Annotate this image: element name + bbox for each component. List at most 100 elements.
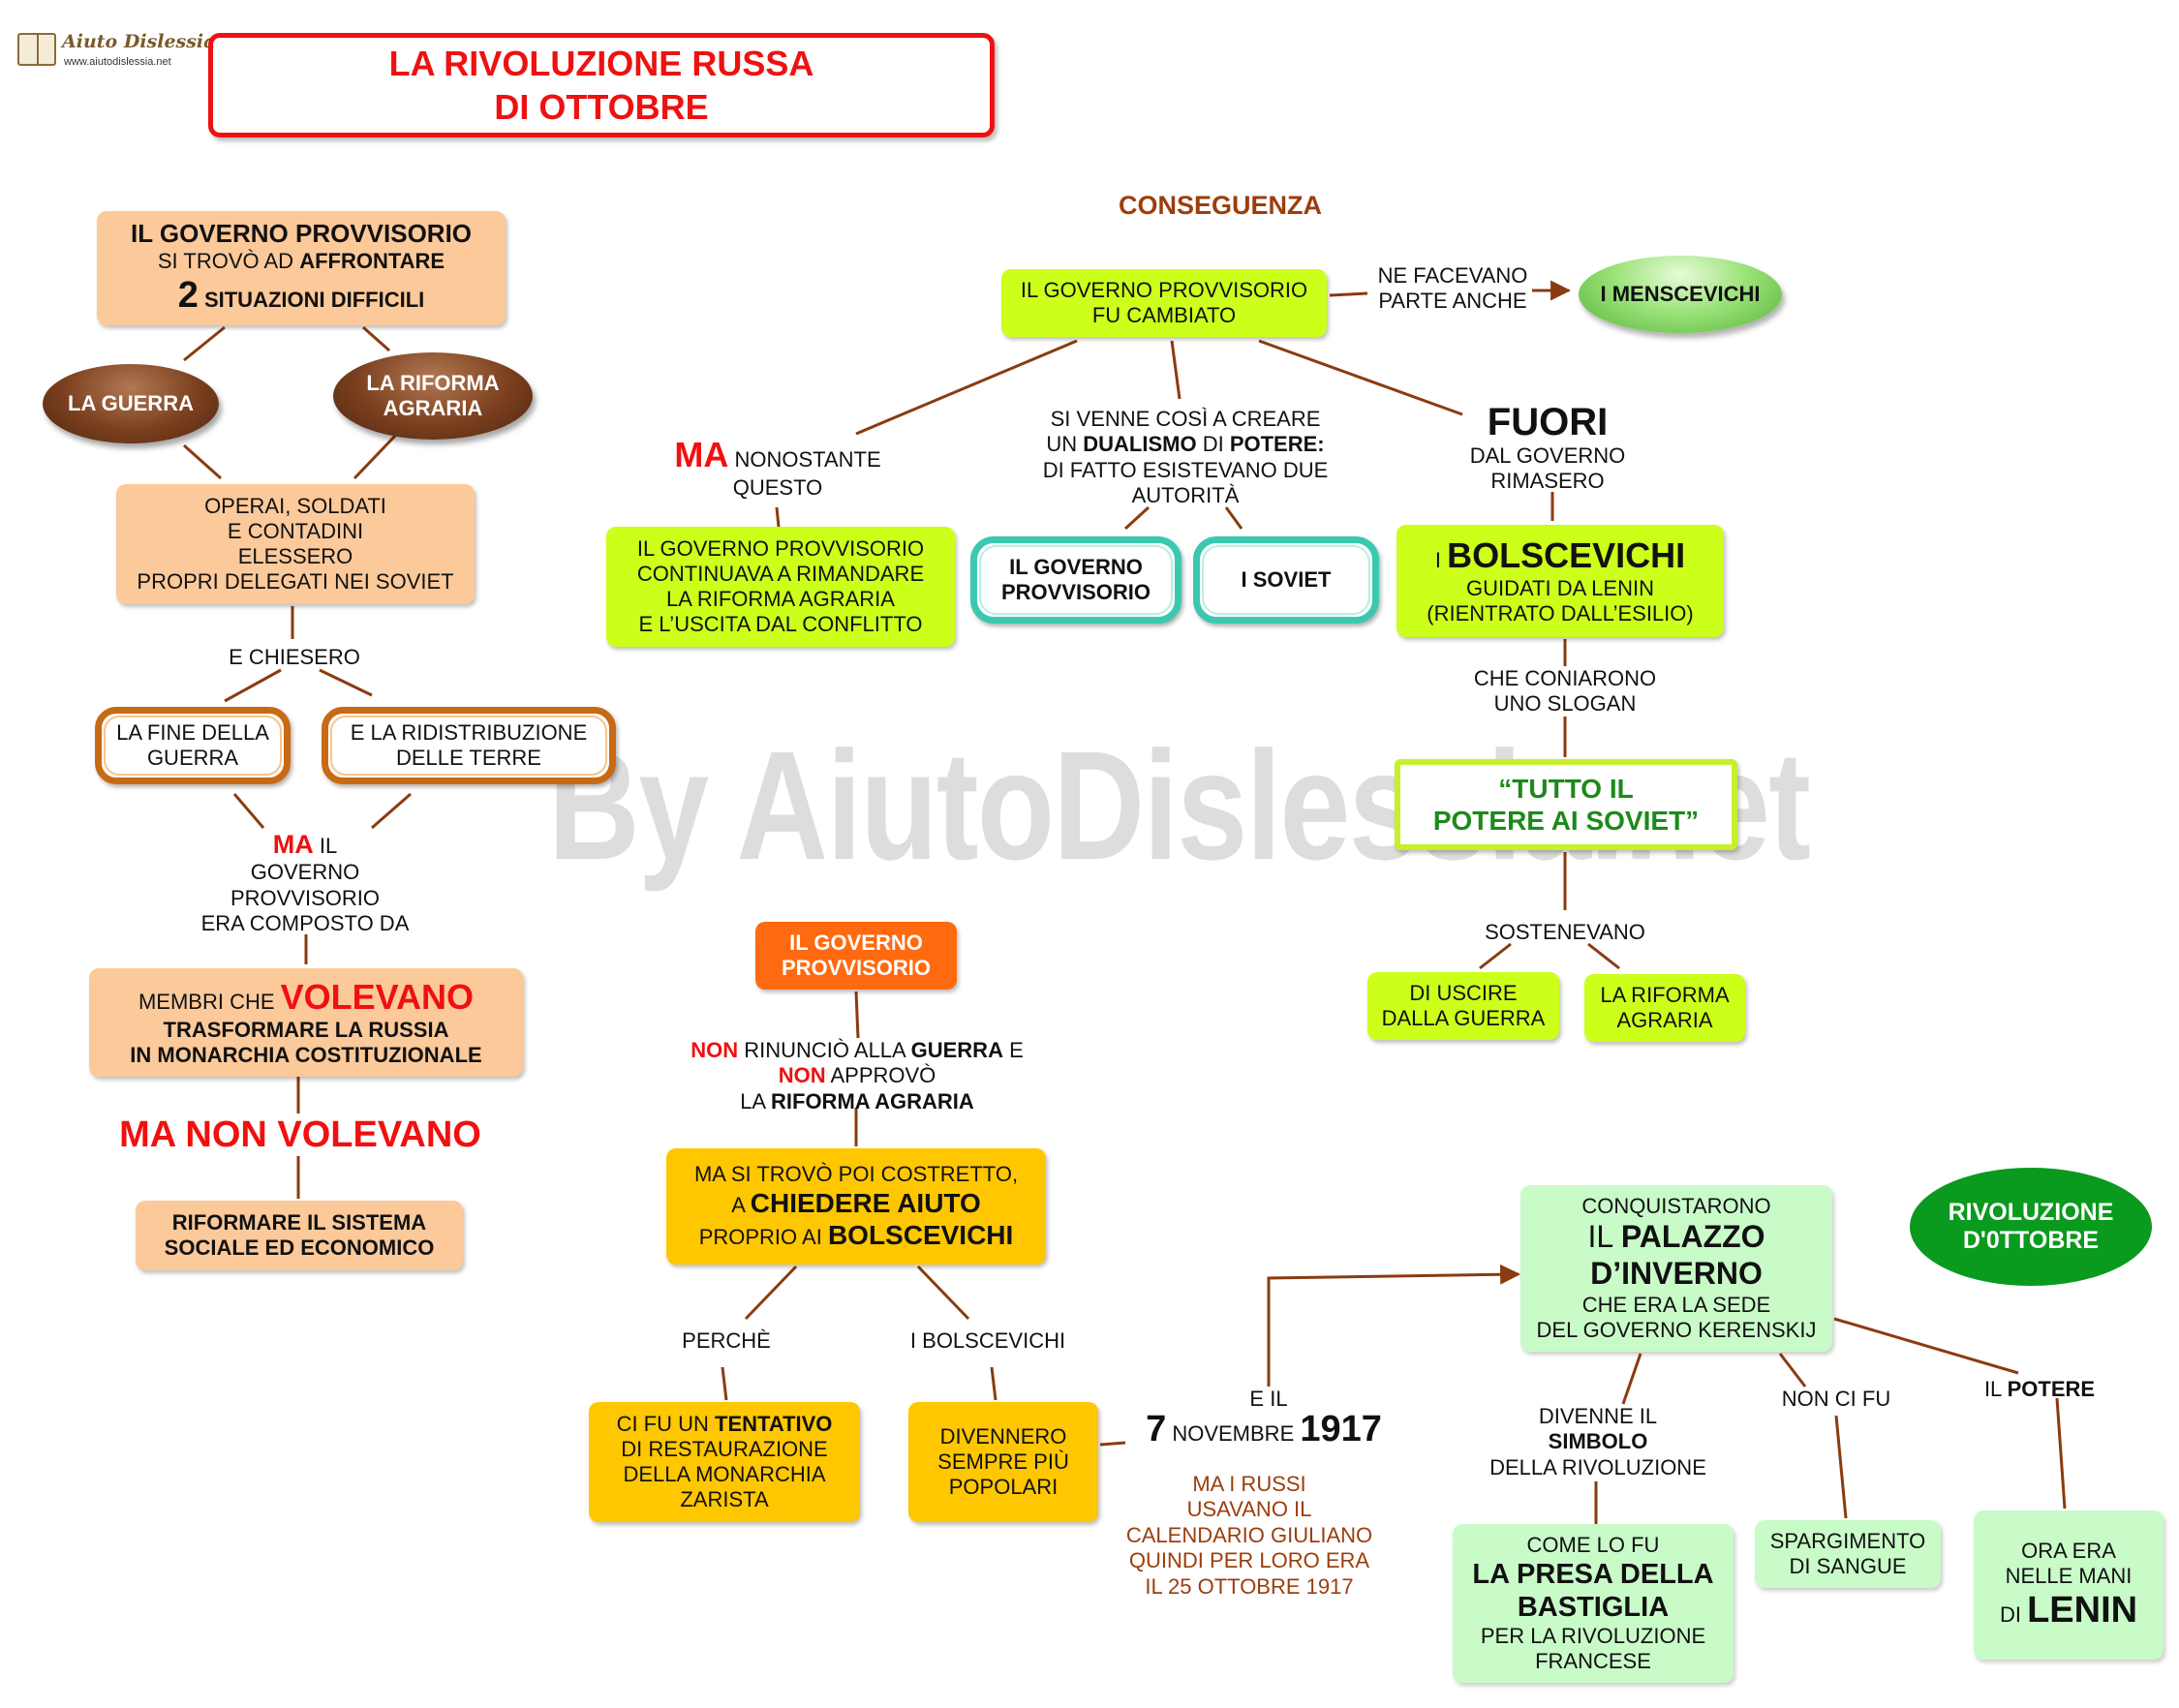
postponed-line3: LA RIFORMA AGRARIA [666,587,895,611]
page-title: LA RIVOLUZIONE RUSSA DI OTTOBRE [208,33,995,137]
reform-system-box: RIFORMARE IL SISTEMA SOCIALE ED ECONOMIC… [136,1201,463,1270]
bastille-box: COME LO FU LA PRESA DELLA BASTIGLIA PER … [1453,1524,1734,1683]
asked-label: E CHIESERO [229,645,360,669]
the-bolsheviks-label: I BOLSCEVICHI [909,1328,1066,1353]
workers-line4: PROPRI DELEGATI NEI SOVIET [137,568,454,594]
lenin-line3: DI LENIN [1999,1589,2138,1631]
no-blood-label: NON CI FU [1781,1387,1891,1411]
lenin-line1: ORA ERA [2021,1538,2116,1563]
bastille-line1: COME LO FU [1526,1532,1660,1557]
bastille-line4: PER LA RIVOLUZIONE [1480,1624,1706,1649]
lenin-line2: NELLE MANI [2005,1563,2133,1588]
mensheviks-label: I MENSCEVICHI [1600,282,1761,307]
agrarian-reform-line2: AGRARIA [383,396,483,420]
ask-help-line1: MA SI TROVÒ POI COSTRETTO, [693,1161,1019,1186]
workers-line2: E CONTADINI [227,519,364,544]
blood-line2: DI SANGUE [1789,1554,1907,1578]
dual-power-label: SI VENNE COSÌ A CREARE UN DUALISMO DI PO… [1042,407,1329,508]
workers-delegates-box: OPERAI, SOLDATI E CONTADINI ELESSERO PRO… [116,484,475,604]
redistribution-line1: E LA RIDISTRIBUZIONE [350,720,588,746]
redistribution-line2: DELLE TERRE [396,746,541,770]
provisional-gov-box: IL GOVERNO PROVVISORIO [970,536,1182,624]
despite-label: MA NONOSTANTE QUESTO [674,435,881,501]
ask-help-line3: PROPRIO AI BOLSCEVICHI [698,1219,1014,1250]
exit-war-line2: DALLA GUERRA [1381,1006,1546,1030]
logo[interactable]: Aiuto Dislessia www.aiutodislessia.net [15,29,215,76]
soviet-box: I SOVIET [1193,536,1379,624]
and-on-label: E IL [1249,1387,1288,1411]
bastille-line5: FRANCESE [1535,1649,1651,1674]
slogan-line1: “TUTTO IL [1498,773,1634,804]
war-ellipse: LA GUERRA [43,364,219,443]
gov-orange-box: IL GOVERNO PROVVISORIO [755,922,957,990]
coined-slogan-label: CHE CONIARONO UNO SLOGAN [1473,666,1657,717]
october-revolution-ellipse: RIVOLUZIONE D'0TTOBRE [1910,1168,2152,1286]
winter-line2: IL PALAZZO [1587,1219,1765,1255]
gov-difficulties-box: IL GOVERNO PROVVISORIO SI TROVÒ AD AFFRO… [97,211,506,325]
winter-line1: CONQUISTARONO [1581,1194,1771,1219]
prov-gov-line2: PROVVISORIO [1000,580,1151,604]
popular-line2: SEMPRE PIÙ [937,1449,1069,1475]
bastille-line2: LA PRESA DELLA [1472,1558,1714,1590]
war-label: LA GUERRA [68,391,194,416]
gov-changed-line2: FU CAMBIATO [1091,303,1237,327]
bloodshed-box: SPARGIMENTO DI SANGUE [1755,1520,1941,1588]
postponed-line2: CONTINUAVA A RIMANDARE [636,562,925,587]
popular-line3: POPOLARI [948,1474,1059,1499]
logo-title: Aiuto Dislessia [62,31,216,52]
mensheviks-ellipse: I MENSCEVICHI [1579,256,1782,333]
end-war-line1: LA FINE DELLA [116,720,269,746]
slogan-line2: POTERE AI SOVIET” [1432,806,1700,836]
revolution-line1: RIVOLUZIONE [1948,1198,2114,1226]
ask-help-box: MA SI TROVÒ POI COSTRETTO, A CHIEDERE AI… [666,1148,1046,1265]
but-gov-composed-label: MA IL GOVERNO PROVVISORIO ERA COMPOSTO D… [200,830,410,936]
soviet-label: I SOVIET [1241,567,1332,593]
postponed-line4: E L’USCITA DAL CONFLITTO [638,611,923,636]
members-line3: IN MONARCHIA COSTITUZIONALE [130,1043,482,1068]
logo-url: www.aiutodislessia.net [64,56,171,68]
exit-war-box: DI USCIRE DALLA GUERRA [1367,972,1559,1040]
members-line1: MEMBRI CHE VOLEVANO [138,976,475,1017]
but-not-wanted-label: MA NON VOLEVANO [119,1114,481,1155]
attempt-line4: ZARISTA [680,1486,769,1511]
power-label: IL POTERE [1983,1377,2096,1401]
exit-war-line1: DI USCIRE [1409,981,1518,1006]
popular-line1: DIVENNERO [939,1424,1067,1449]
because-label: PERCHÈ [682,1328,771,1353]
prov-gov-line1: IL GOVERNO [1009,555,1143,580]
land-redistribution-box: E LA RIDISTRIBUZIONE DELLE TERRE [322,707,616,784]
reform-system-line2: SOCIALE ED ECONOMICO [164,1235,435,1260]
bolsheviks-title: I BOLSCEVICHI [1434,534,1686,575]
winter-line5: DEL GOVERNO KERENSKIJ [1536,1317,1817,1342]
monarchy-attempt-box: CI FU UN TENTATIVO DI RESTAURAZIONE DELL… [589,1402,860,1522]
bastille-line3: BASTIGLIA [1517,1592,1670,1624]
bolsheviks-line3: (RIENTRATO DALL’ESILIO) [1427,601,1694,626]
bolsheviks-line2: GUIDATI DA LENIN [1466,576,1654,601]
consequence-label: CONSEGUENZA [1118,191,1322,220]
book-icon [17,33,56,66]
date-label: 7 NOVEMBRE 1917 [1146,1409,1382,1449]
not-renounce-label: NON RINUNCIÒ ALLA GUERRA E NON APPROVÒ L… [691,1038,1024,1113]
part-of-label: NE FACEVANO PARTE ANCHE [1377,263,1528,314]
revolution-line2: D'0TTOBRE [1962,1227,2100,1254]
gov-changed-box: IL GOVERNO PROVVISORIO FU CAMBIATO [1001,269,1327,337]
more-popular-box: DIVENNERO SEMPRE PIÙ POPOLARI [908,1402,1098,1522]
blood-line1: SPARGIMENTO [1769,1529,1926,1554]
gov-title: IL GOVERNO PROVVISORIO [130,219,473,249]
gov-situations-line: 2 SITUAZIONI DIFFICILI [177,274,425,316]
gov-orange-line2: PROVVISORIO [781,956,932,980]
members-line2: TRASFORMARE LA RUSSIA [163,1018,449,1043]
agrarian-reform-ellipse: LA RIFORMA AGRARIA [333,352,533,440]
symbol-label: DIVENNE IL SIMBOLO DELLA RIVOLUZIONE [1489,1404,1706,1479]
reform-system-line1: RIFORMARE IL SISTEMA [171,1210,427,1235]
members-monarchy-box: MEMBRI CHE VOLEVANO TRASFORMARE LA RUSSI… [89,968,523,1077]
agrarian-reform-box: LA RIFORMA AGRARIA [1584,974,1745,1042]
gov-orange-line1: IL GOVERNO [789,930,923,956]
slogan-box: “TUTTO IL POTERE AI SOVIET” [1395,759,1737,850]
postponed-line1: IL GOVERNO PROVVISORIO [636,536,925,562]
title-line2: DI OTTOBRE [494,87,709,127]
workers-line1: OPERAI, SOLDATI [204,494,386,519]
attempt-line3: DELLA MONARCHIA [623,1462,826,1486]
title-line1: LA RIVOLUZIONE RUSSA [388,44,814,83]
